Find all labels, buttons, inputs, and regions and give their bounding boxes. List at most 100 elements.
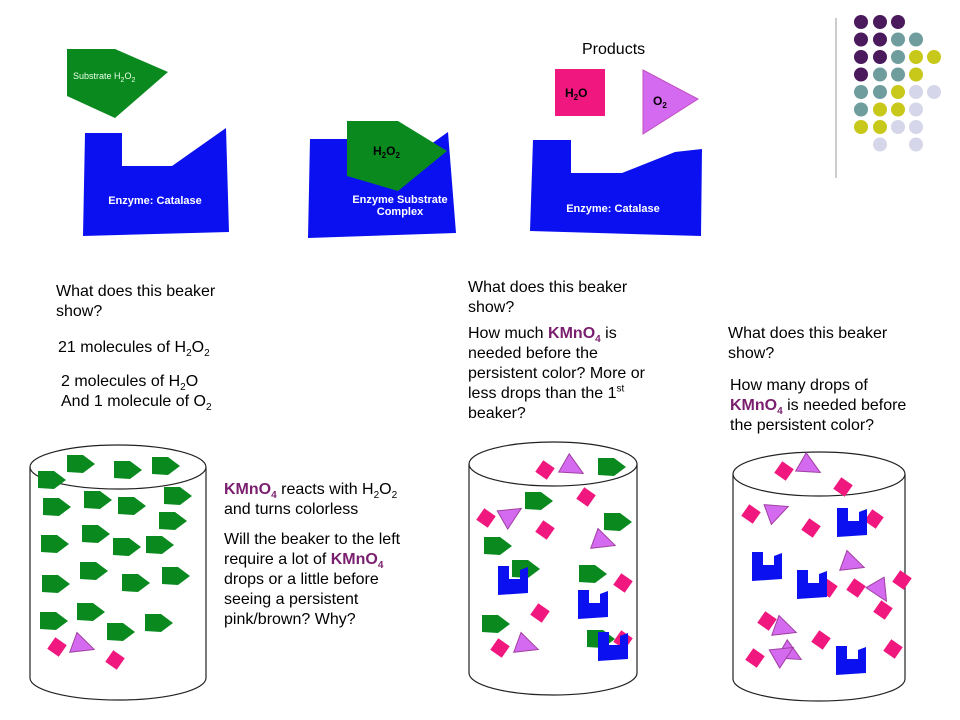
h2o2-molecule-arrow xyxy=(598,458,626,476)
decorative-dot xyxy=(854,102,868,117)
h2o2-molecule-arrow xyxy=(113,538,141,556)
decorative-dot xyxy=(873,15,887,29)
h2o2-molecule-arrow xyxy=(114,461,142,479)
o2-molecule-triangle xyxy=(557,452,585,475)
decorative-dot xyxy=(891,32,905,47)
right-question: What does this beaker show? xyxy=(728,325,888,362)
substrate-label: Substrate H2O2 xyxy=(73,71,135,84)
right-how-many: How many drops of KMnO4 is needed before… xyxy=(730,377,907,434)
h2o-molecule-diamond xyxy=(864,509,884,529)
h2o2-molecule-arrow xyxy=(482,615,510,633)
h2o2-molecule-arrow xyxy=(159,512,187,530)
left-question-line2: show? xyxy=(56,303,103,320)
enzyme-catalase-shape-2 xyxy=(530,140,702,236)
o2-molecule-triangle xyxy=(69,631,96,653)
o2-molecule-triangle xyxy=(496,507,523,530)
h2o-molecule-diamond xyxy=(47,637,67,657)
complex-substrate-label: H2O2 xyxy=(373,144,400,160)
o2-molecule-triangle xyxy=(771,614,798,636)
decorative-dot xyxy=(909,102,923,117)
h2o-molecule-diamond xyxy=(476,508,496,528)
h2o2-molecule-arrow xyxy=(84,491,112,509)
h2o-molecule-diamond xyxy=(833,477,853,497)
h2o-molecule-diamond xyxy=(757,611,777,631)
h2o-molecule-diamond xyxy=(105,650,125,670)
enzyme-molecule-shape xyxy=(598,632,628,661)
decorative-dot xyxy=(891,102,905,117)
h2o-molecule-diamond xyxy=(535,520,555,540)
o2-molecule-triangle xyxy=(513,631,540,653)
h2o2-molecule-arrow xyxy=(525,492,553,510)
decorative-dot xyxy=(873,102,887,117)
h2o2-molecule-arrow xyxy=(43,498,71,516)
h2o2-molecule-arrow xyxy=(42,575,70,593)
o2-molecule-triangle xyxy=(865,576,888,603)
h2o2-molecule-arrow xyxy=(41,535,69,553)
enzyme-label-1: Enzyme: Catalase xyxy=(108,195,202,207)
h2o2-molecule-arrow xyxy=(80,562,108,580)
oxygen-label: O2 xyxy=(653,94,667,110)
complex-substrate-arrow-shape xyxy=(347,121,447,191)
enzyme-molecule-shape xyxy=(752,552,782,581)
decorative-dot xyxy=(909,50,923,64)
h2o2-molecule-arrow xyxy=(164,487,192,505)
left-reaction-note: KMnO4 reacts with H2O2 and turns colorle… xyxy=(224,481,398,518)
h2o2-molecule-arrow xyxy=(146,536,174,554)
enzyme-molecule-shape xyxy=(797,570,827,599)
left-count-h2o: 2 molecules of H2O xyxy=(61,373,199,394)
left-question: What does this beaker show? xyxy=(56,282,276,322)
decorative-dot xyxy=(873,50,887,64)
decorative-dot xyxy=(873,67,887,82)
decorative-dot xyxy=(891,15,905,29)
decorative-dot xyxy=(909,85,923,99)
enzyme-label-2: Enzyme: Catalase xyxy=(566,203,660,215)
decorative-dot xyxy=(909,67,923,82)
h2o-molecule-diamond xyxy=(883,639,903,659)
decorative-dot xyxy=(891,50,905,64)
left-will-question: Will the beaker to the left require a lo… xyxy=(224,531,401,628)
left-count-products: 2 molecules of H2O And 1 molecule of O2 xyxy=(61,372,301,413)
enzyme-molecule-shape xyxy=(498,566,528,595)
beaker-molecules xyxy=(38,451,912,675)
decorative-dot-grid xyxy=(854,15,941,152)
h2o-molecule-diamond xyxy=(811,630,831,650)
h2o-molecule-diamond xyxy=(741,504,761,524)
o2-molecule-triangle xyxy=(768,646,795,669)
h2o2-molecule-arrow xyxy=(77,603,105,621)
decorative-dot xyxy=(909,120,923,134)
decorative-dot xyxy=(854,120,868,134)
decorative-dot xyxy=(854,50,868,64)
h2o2-molecule-arrow xyxy=(67,455,95,473)
h2o2-molecule-arrow xyxy=(579,565,607,583)
h2o-molecule-diamond xyxy=(490,638,510,658)
left-count-h2o2: 21 molecules of H2O2 xyxy=(58,339,210,360)
h2o-molecule-diamond xyxy=(535,460,555,480)
oxygen-product-triangle xyxy=(642,69,699,135)
decorative-dot xyxy=(854,15,868,29)
h2o2-molecule-arrow xyxy=(604,513,632,531)
h2o2-molecule-arrow xyxy=(122,574,150,592)
decorative-dot xyxy=(909,137,923,152)
decorative-dot xyxy=(909,32,923,47)
h2o2-molecule-arrow xyxy=(82,525,110,543)
o2-molecule-triangle xyxy=(794,451,822,474)
h2o-molecule-diamond xyxy=(745,648,765,668)
h2o-molecule-diamond xyxy=(530,603,550,623)
decorative-dot xyxy=(873,120,887,134)
enzyme-catalase-shape-1 xyxy=(83,128,229,236)
decorative-dot xyxy=(891,67,905,82)
decorative-dot xyxy=(873,85,887,99)
enzyme-molecule-shape xyxy=(837,508,867,537)
enzyme-molecule-shape xyxy=(836,646,866,675)
decorative-dot xyxy=(854,67,868,82)
o2-molecule-triangle xyxy=(839,549,866,571)
h2o-molecule-diamond xyxy=(576,487,596,507)
enzyme-molecule-shape xyxy=(578,590,608,619)
h2o-molecule-diamond xyxy=(613,573,633,593)
h2o-molecule-diamond xyxy=(774,461,794,481)
decorative-dot xyxy=(927,85,941,99)
o2-molecule-triangle xyxy=(590,527,617,549)
substrate-arrow-shape xyxy=(67,49,168,118)
h2o2-molecule-arrow xyxy=(484,537,512,555)
